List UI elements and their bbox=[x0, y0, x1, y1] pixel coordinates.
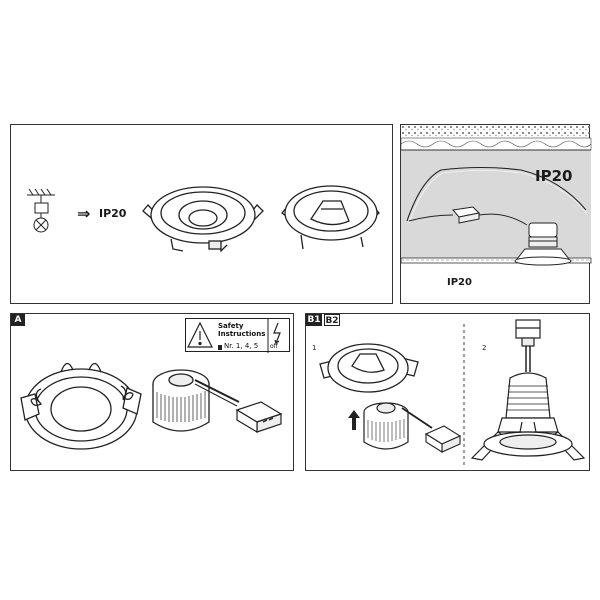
safety-icons bbox=[187, 319, 281, 353]
connector-block bbox=[235, 401, 283, 434]
downlight-step-1 bbox=[319, 343, 419, 393]
lamp-socket bbox=[514, 222, 572, 266]
safety-line-2: Instructions bbox=[218, 330, 266, 338]
ceiling-cross-section-drawing bbox=[400, 125, 592, 266]
panel-a-wiring: A Safety Instructions Nr. 1, 4, 5 off bbox=[10, 313, 294, 471]
panel-a-drawing bbox=[20, 362, 283, 450]
ip20-label: IP20 bbox=[99, 207, 127, 220]
ip20-overview-drawing bbox=[27, 185, 380, 253]
panel-b-drawing bbox=[319, 319, 586, 466]
safety-line-1: Safety bbox=[218, 322, 244, 330]
panel-ip20-overview: ⇒ IP20 bbox=[10, 124, 393, 304]
arrow-up-icon bbox=[348, 410, 360, 430]
step-2-label: 2 bbox=[482, 344, 487, 352]
downlight-angled-view bbox=[281, 185, 380, 250]
downlight-with-springs bbox=[20, 362, 142, 450]
panel-b-tag-1: B1 bbox=[306, 314, 322, 326]
panel-b-tag-2: B2 bbox=[324, 314, 340, 326]
panel-installation-ceiling: IP20 IP20 bbox=[400, 124, 592, 304]
terminal-block bbox=[452, 206, 481, 224]
arrow-glyph: ⇒ bbox=[77, 204, 91, 223]
downlight-front-view bbox=[142, 186, 264, 253]
safety-instructions-box: Safety Instructions Nr. 1, 4, 5 off bbox=[185, 318, 290, 353]
safety-line-3: Nr. 1, 4, 5 bbox=[224, 342, 259, 350]
lightning-off-icon bbox=[273, 322, 281, 344]
connector-block-small bbox=[424, 425, 462, 453]
step-1-label: 1 bbox=[312, 344, 317, 352]
off-label: off bbox=[270, 343, 278, 350]
panel-a-tag: A bbox=[11, 314, 25, 326]
lamp-module bbox=[152, 369, 240, 432]
ip20-label-small: IP20 bbox=[447, 277, 472, 288]
panel-b-installation: B1 B2 1 2 bbox=[305, 313, 590, 471]
assembly-step-2 bbox=[470, 319, 586, 461]
book-icon bbox=[218, 345, 222, 350]
ceiling-lamp-symbol-icon bbox=[27, 188, 55, 233]
lamp-module-small bbox=[363, 402, 433, 450]
ip20-label-large: IP20 bbox=[535, 167, 573, 185]
warning-triangle-icon bbox=[187, 321, 213, 348]
